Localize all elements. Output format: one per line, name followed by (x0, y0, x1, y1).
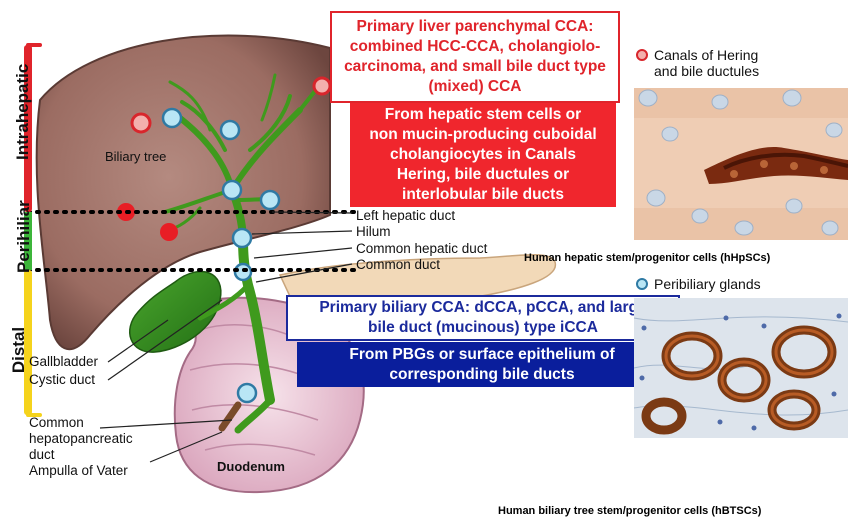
intrahepatic-bar (24, 45, 32, 212)
hhpsc-caption: Human hepatic stem/progenitor cells (hHp… (524, 252, 771, 264)
duodenum-label: Duodenum (217, 459, 285, 474)
peribiliary-legend-label: Peribiliary glands (654, 276, 761, 292)
hepatic-origin-box: From hepatic stem cells or non mucin-pro… (350, 103, 616, 207)
tumour-dot (160, 223, 178, 241)
peribiliary-dots (161, 107, 281, 404)
gallbladder-shape (128, 270, 222, 353)
gallbladder-label: Gallbladder (29, 354, 99, 369)
common-duct-label: Common duct (356, 257, 441, 272)
duodenum-folds (189, 324, 319, 456)
hilum-label: Hilum (356, 224, 391, 239)
peribiliary-legend-dot (636, 278, 648, 290)
hering-legend-label: Canals of Hering and bile ductules (654, 47, 760, 79)
biliary-tree-label: Biliary tree (105, 149, 167, 164)
primary-biliary-cca-box: Primary biliary CCA: dCCA, pCCA, and lar… (286, 295, 680, 341)
peribiliary-micrograph (634, 298, 848, 438)
hering-micrograph (634, 88, 848, 240)
ampulla-shape (218, 401, 242, 432)
intrahepatic-label: Intrahepatic (13, 63, 32, 160)
peribiliary-legend: Peribiliary glands (636, 276, 761, 292)
pbg-origin-box: From PBGs or surface epithelium of corre… (297, 342, 667, 387)
perihilar-bar (24, 212, 32, 270)
hering-dot (130, 112, 152, 134)
distal-bar (24, 270, 32, 415)
hering-legend-dot (636, 49, 648, 61)
common-hepatic-duct-label: Common hepatic duct (356, 241, 488, 256)
perihilar-label: Perihiliar (14, 200, 33, 273)
ampulla-label: Ampulla of Vater (29, 463, 128, 478)
hbtsc-caption: Human biliary tree stem/progenitor cells… (498, 505, 762, 517)
hering-legend: Canals of Hering and bile ductules (636, 47, 759, 79)
leader-lines (99, 211, 353, 463)
left-hepatic-duct-label: Left hepatic duct (356, 208, 456, 223)
distal-label: Distal (9, 326, 28, 374)
cystic-duct-label: Cystic duct (29, 372, 96, 387)
hering-dot (312, 76, 332, 96)
primary-liver-cca-box: Primary liver parenchymal CCA: combined … (330, 11, 620, 103)
common-hepatopancreatic-duct-label: Common hepatopancreatic duct (29, 415, 133, 462)
